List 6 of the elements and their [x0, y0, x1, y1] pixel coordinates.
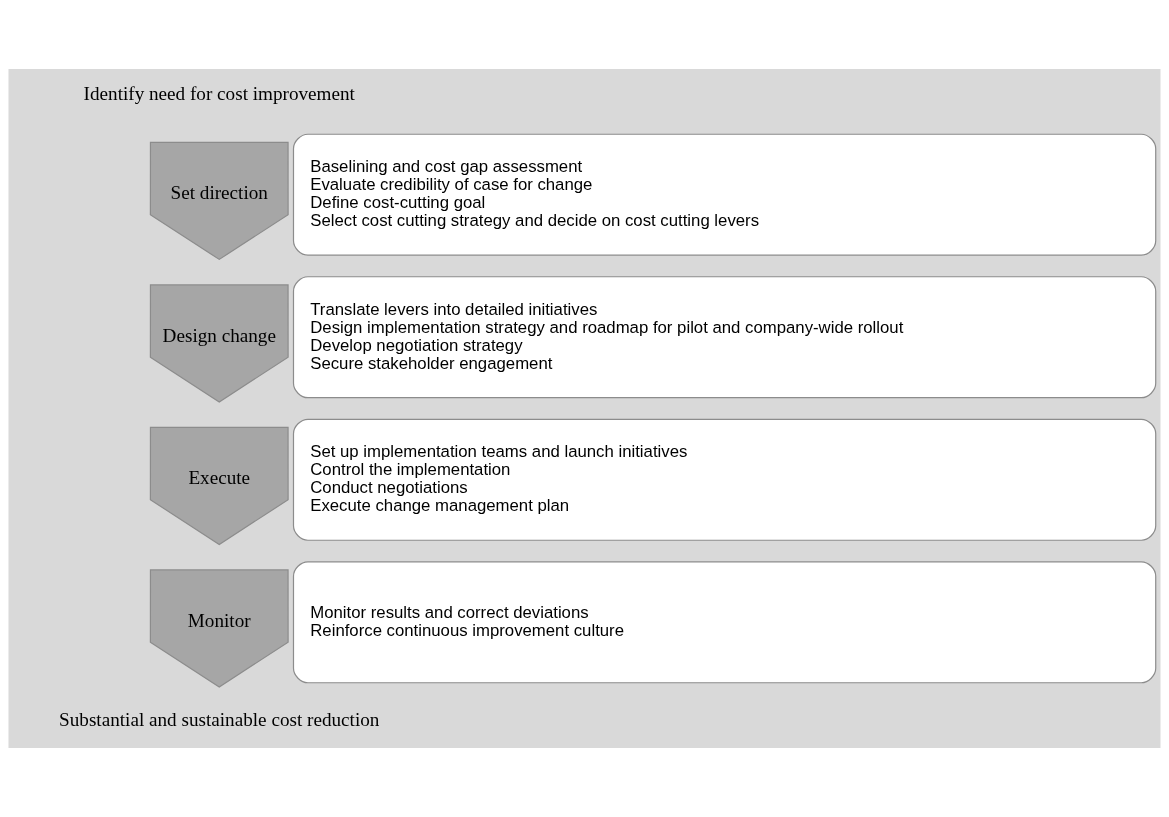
- label: Identify need for cost improvement: [83, 82, 355, 104]
- node-box: Set up implementation teams and launch initiatives Control the implementation Conduct negotiations Execute change management plan: [292, 418, 1157, 541]
- label: Substantial and sustainable cost reduction: [59, 709, 380, 731]
- node-box: Translate levers into detailed initiatives Design implementation strategy and roadmap for pilot and company-wide rollout Develop negotiation strategy Secure stakeholder engagement: [292, 276, 1157, 399]
- node-box: Monitor results and correct deviations Reinforce continuous improvement culture: [292, 561, 1157, 684]
- node-box: Baselining and cost gap assessment Evaluate credibility of case for change Define cost-cutting goal Select cost cutting strategy and decide on cost cutting levers: [292, 133, 1157, 256]
